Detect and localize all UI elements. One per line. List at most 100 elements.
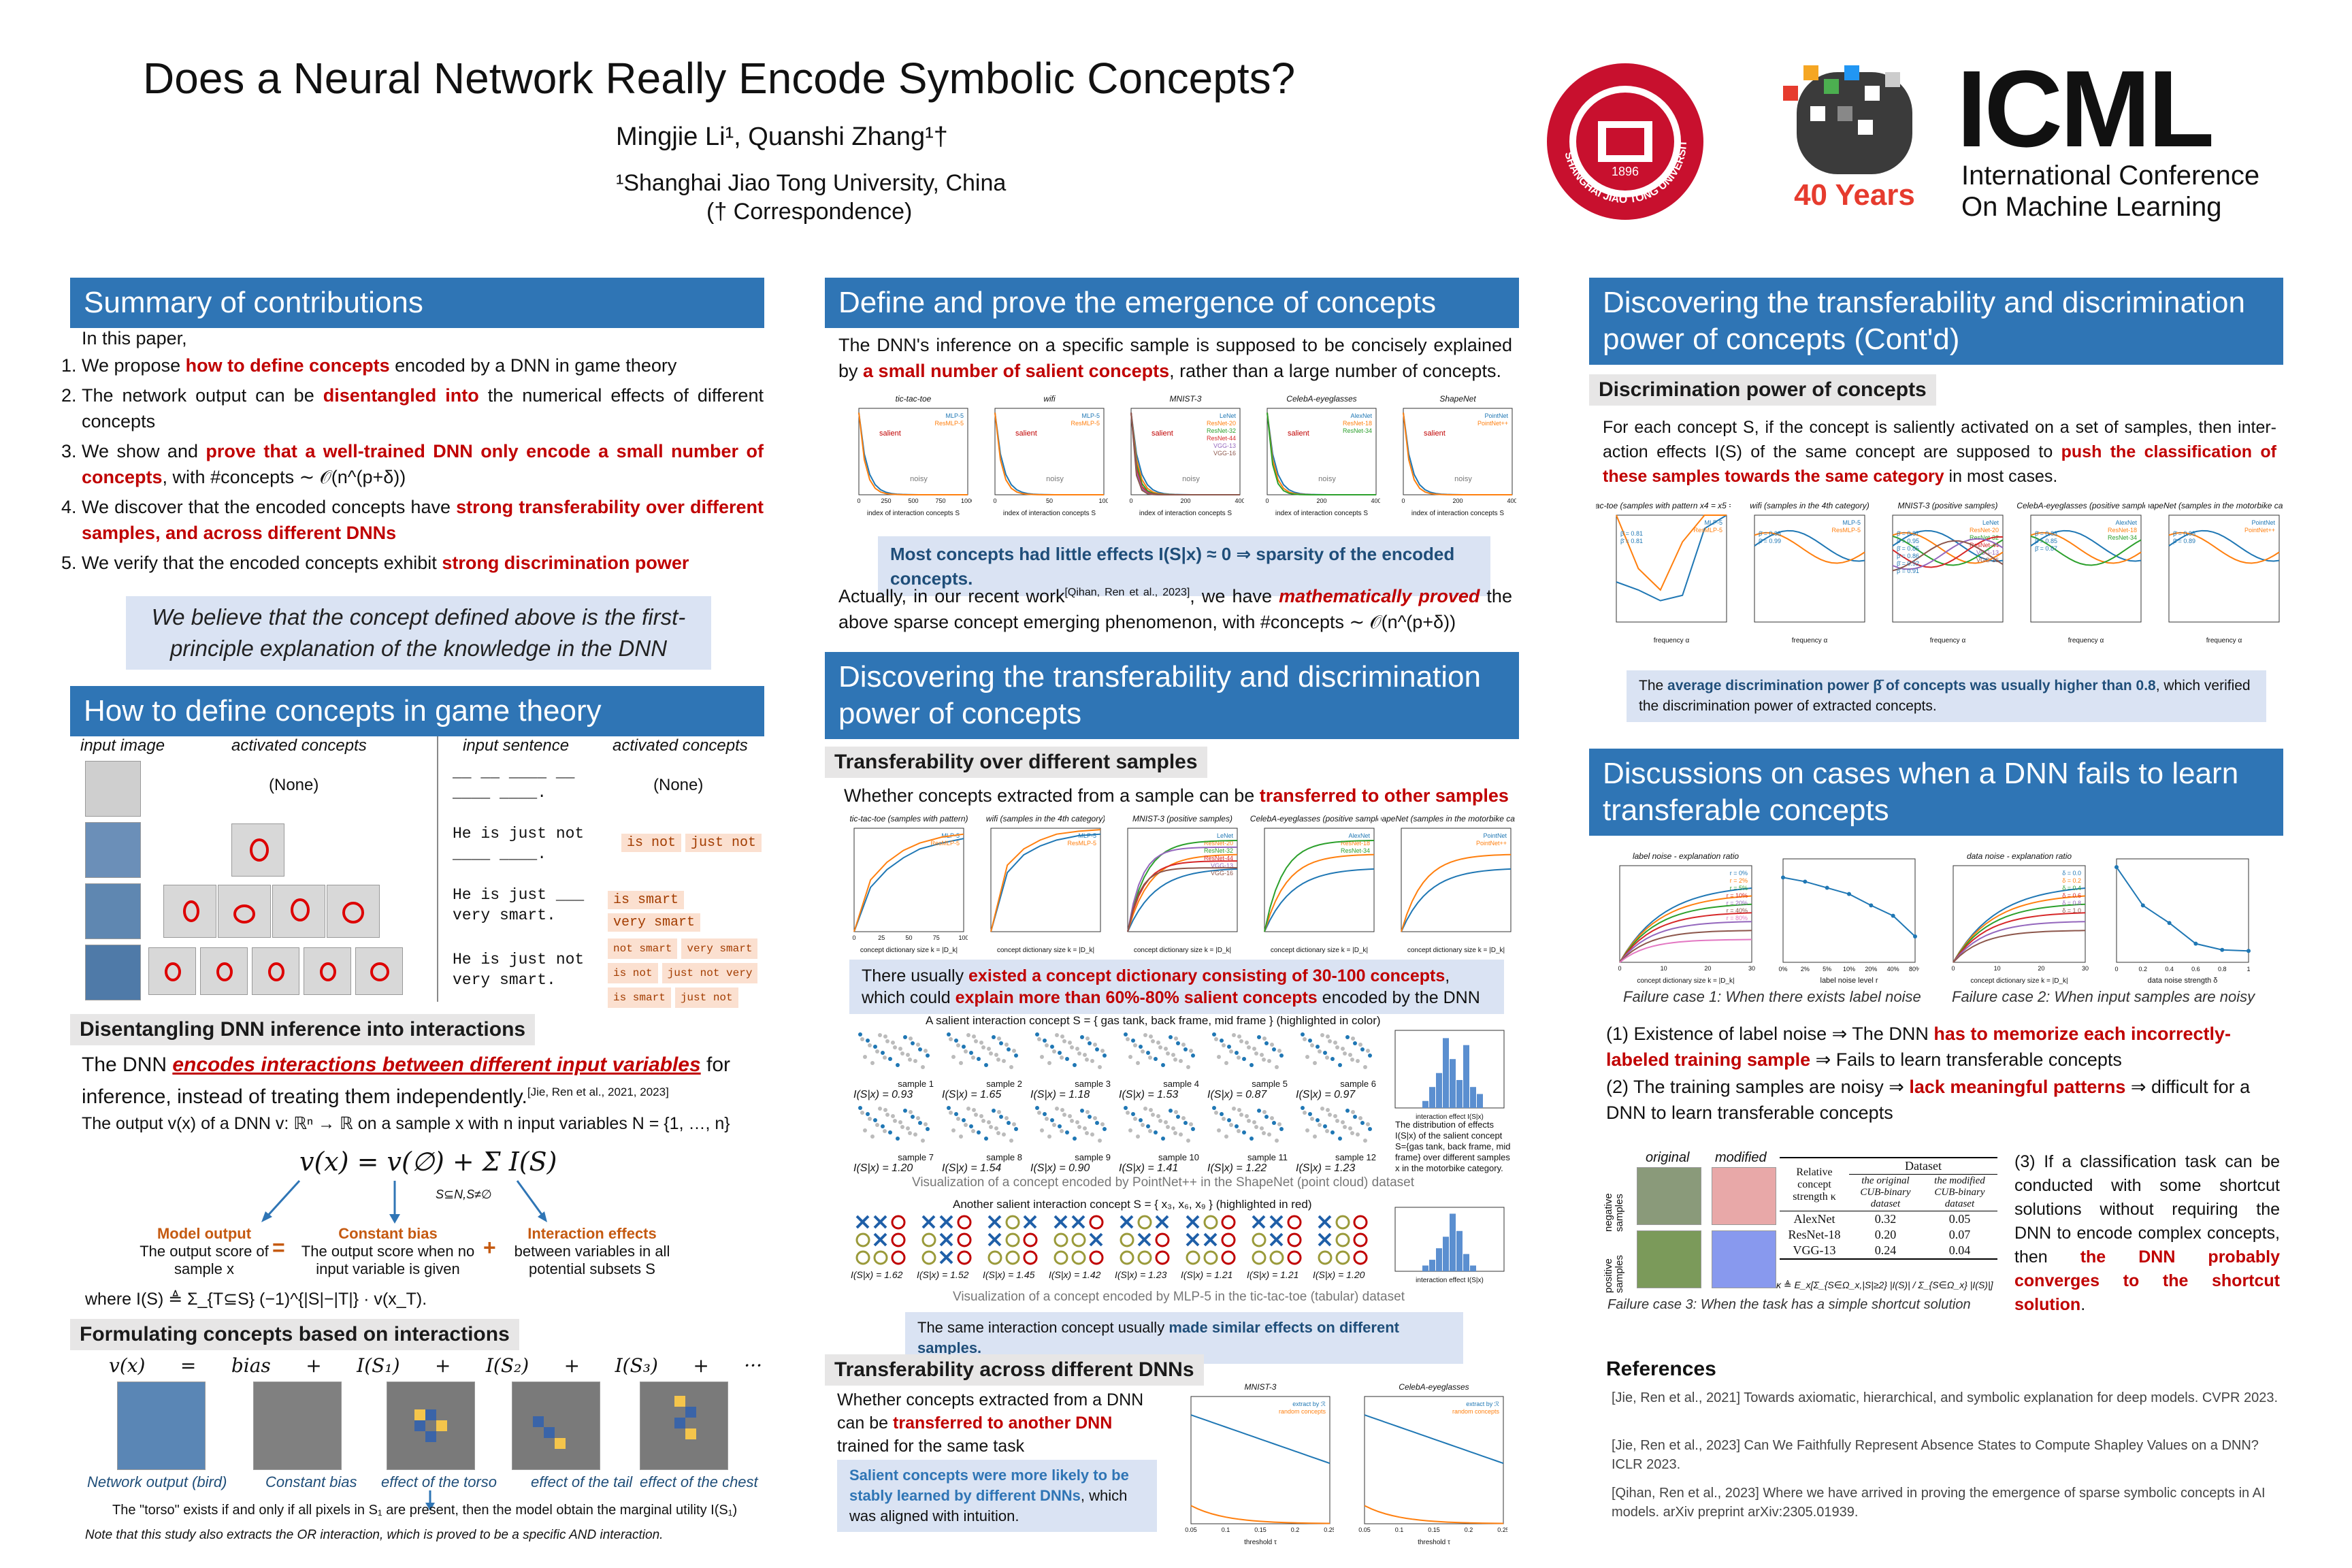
col-activated2: activated concepts [612,736,748,755]
cloud-point [1224,1061,1228,1065]
ttt-x [1120,1215,1134,1229]
cloud-point [956,1117,960,1121]
cloud-point [972,1034,976,1039]
tags-row-3: is smartvery smart [606,889,769,934]
series-line [1953,912,2086,963]
x-tick-label: 25 [878,934,885,941]
chest-effect-image [640,1382,728,1470]
cloud-point [1358,1116,1362,1120]
concept-patch [163,885,216,938]
legend-entry: δ = 0.8 [2062,900,2081,906]
cloud-point [959,1134,963,1139]
ttt-o [855,1250,870,1265]
summary-intro: In this paper, [82,328,187,348]
col-activated: activated concepts [231,736,367,755]
discrim-p: For each concept S, if the concept is sa… [1603,418,2276,486]
cloud-point [1272,1121,1276,1125]
cloud-point [1100,1122,1105,1126]
cloud-point [1301,1032,1305,1036]
legend-entry: ResNet-32 [1207,427,1236,434]
cloud-point [918,1047,922,1051]
correspondence: († Correspondence) [706,199,913,225]
cloud-point [987,1120,991,1124]
pointcloud-shape [1212,1032,1284,1069]
chart-title: wifi [1043,394,1056,404]
cloud-point [1252,1120,1256,1124]
formula-term: I(S₂) [485,1354,529,1377]
cloud-point [971,1129,975,1133]
cloud-point [858,1032,862,1036]
formula-term: + [693,1354,709,1377]
legend-entry: ResNet-34 [1343,427,1372,434]
pointcloud-caption: Visualization of a concept encoded by Po… [912,1175,1414,1190]
x-tick-label: 0.8 [2218,966,2227,973]
series-line [2030,535,2142,566]
x-tick-label: 5% [1823,966,1831,973]
x-tick-label: 0.25 [1497,1526,1507,1533]
icml-logo: 40 Years ICML International Conference O… [1769,48,2287,229]
equation-subscript: S⊆N,S≠∅ [436,1188,492,1201]
cloud-point [1070,1119,1074,1123]
cloud-point [984,1137,988,1141]
cloud-point [1316,1118,1320,1122]
ttt-o [1137,1215,1152,1230]
x-axis-label: frequency α [1654,637,1690,644]
ttt-grid-svg [855,1215,906,1265]
cloud-point [999,1041,1003,1045]
series-line [1127,840,1238,932]
chart-title: tic-tac-toe (samples with pattern) [849,814,968,823]
chart-title: tic-tac-toe (samples with pattern x4 = x… [1596,501,1731,510]
cloud-point [1358,1043,1362,1047]
x-axis-label: frequency α [2068,637,2104,644]
cloud-point [908,1131,912,1135]
cloud-point [926,1127,930,1131]
cloud-point [997,1110,1001,1114]
ttt-o [1252,1232,1267,1247]
concept-tag: just not very [662,963,758,983]
chart-title: MNIST-3 [1245,1382,1277,1392]
ttt-o [1335,1215,1350,1230]
cloud-point [1090,1132,1094,1137]
series-line [1267,412,1376,495]
chart-annotation: β̄ = 0.87 [1897,530,1919,537]
legend-entry: ResNet-20 [1970,527,1999,534]
cloud-point [1275,1139,1279,1143]
ttt-board: I(S|x) = 1.45 [983,1211,1048,1280]
salient-label: salient [1288,429,1309,438]
x-tick-label: 0.15 [1428,1526,1440,1533]
ttt-o [1287,1215,1302,1230]
cloud-point [1320,1033,1324,1037]
series-line [1264,868,1375,932]
ttt-o [1005,1250,1020,1265]
cloud-point [1085,1058,1089,1062]
x-tick-label: 20 [2038,965,2044,972]
ttt-x [939,1215,953,1229]
cloud-point [926,1054,930,1058]
cloud-point [1186,1139,1190,1143]
cloud-point [956,1043,960,1047]
cloud-point [870,1061,875,1065]
cloud-point [971,1056,975,1060]
plot-area [1401,828,1512,932]
discuss-p1: (1) Existence of label noise ⇒ The DNN h… [1606,1024,2231,1070]
histogram-bar [1477,1094,1483,1108]
ttt-x [1155,1215,1169,1229]
data-point [1825,885,1829,890]
cloud-point [1335,1045,1339,1049]
cloud-point [1308,1039,1312,1043]
chart-annotation: β̄ = 0.95 [1897,538,1919,544]
cloud-point [977,1057,981,1061]
ttt-o [1023,1232,1038,1247]
series-line [1264,840,1375,932]
cloud-point [909,1110,913,1114]
x-tick-label: 1000 [961,497,972,504]
cloud-point [1088,1115,1092,1119]
cloud-point [979,1114,983,1118]
ttt-o [873,1250,888,1265]
cloud-point [1058,1051,1062,1055]
cloud-point [1328,1039,1332,1043]
